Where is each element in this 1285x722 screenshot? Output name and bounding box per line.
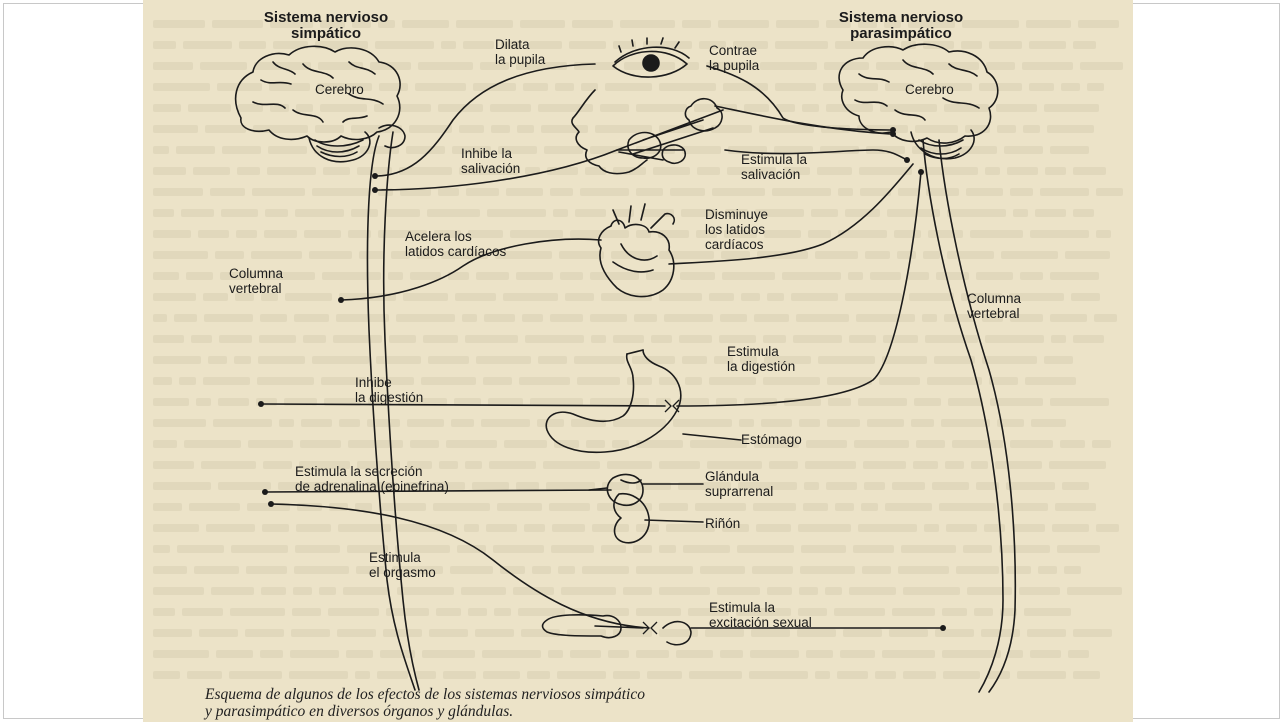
salivary-glands-illustration [617, 99, 723, 164]
nervous-system-diagram [143, 0, 1133, 722]
heart-illustration [599, 204, 675, 297]
eye-illustration [613, 38, 689, 77]
label-constricts-pupil: Contrae la pupila [709, 43, 759, 73]
title-parasympathetic: Sistema nervioso parasimpático [831, 10, 971, 42]
label-stimulates-salivation: Estimula la salivación [741, 152, 807, 182]
label-stomach: Estómago [741, 432, 802, 447]
genitals-illustration [543, 615, 692, 645]
label-dilates-pupil: Dilata la pupila [495, 37, 545, 67]
scanned-page: Sistema nervioso simpático Sistema nervi… [143, 0, 1133, 722]
label-spine-right: Columna vertebral [967, 291, 1021, 321]
label-kidney: Riñón [705, 516, 740, 531]
brain-right-illustration [839, 44, 998, 159]
kidney-illustration [589, 474, 649, 542]
label-adrenal-gland: Glándula suprarrenal [705, 469, 773, 499]
label-slows-heart: Disminuye los latidos cardíacos [705, 207, 768, 252]
spine-left [367, 136, 415, 690]
label-inhibits-salivation: Inhibe la salivación [461, 146, 520, 176]
label-brain-left: Cerebro [315, 82, 364, 97]
label-inhibits-digestion: Inhibe la digestión [355, 375, 423, 405]
spine-right [923, 140, 1003, 692]
stomach-illustration [546, 350, 681, 452]
label-stimulates-digestion: Estimula la digestión [727, 344, 795, 374]
label-accelerates-heart: Acelera los latidos cardíacos [405, 229, 506, 259]
label-spine-left: Columna vertebral [229, 266, 283, 296]
title-sympathetic: Sistema nervioso simpático [261, 10, 391, 42]
label-brain-right: Cerebro [905, 82, 954, 97]
label-orgasm: Estimula el orgasmo [369, 550, 436, 580]
figure-caption: Esquema de algunos de los efectos de los… [205, 686, 645, 720]
label-arousal: Estimula la excitación sexual [709, 600, 812, 630]
brain-left-illustration [236, 46, 405, 161]
label-adrenaline: Estimula la secreción de adrenalina (epi… [295, 464, 449, 494]
